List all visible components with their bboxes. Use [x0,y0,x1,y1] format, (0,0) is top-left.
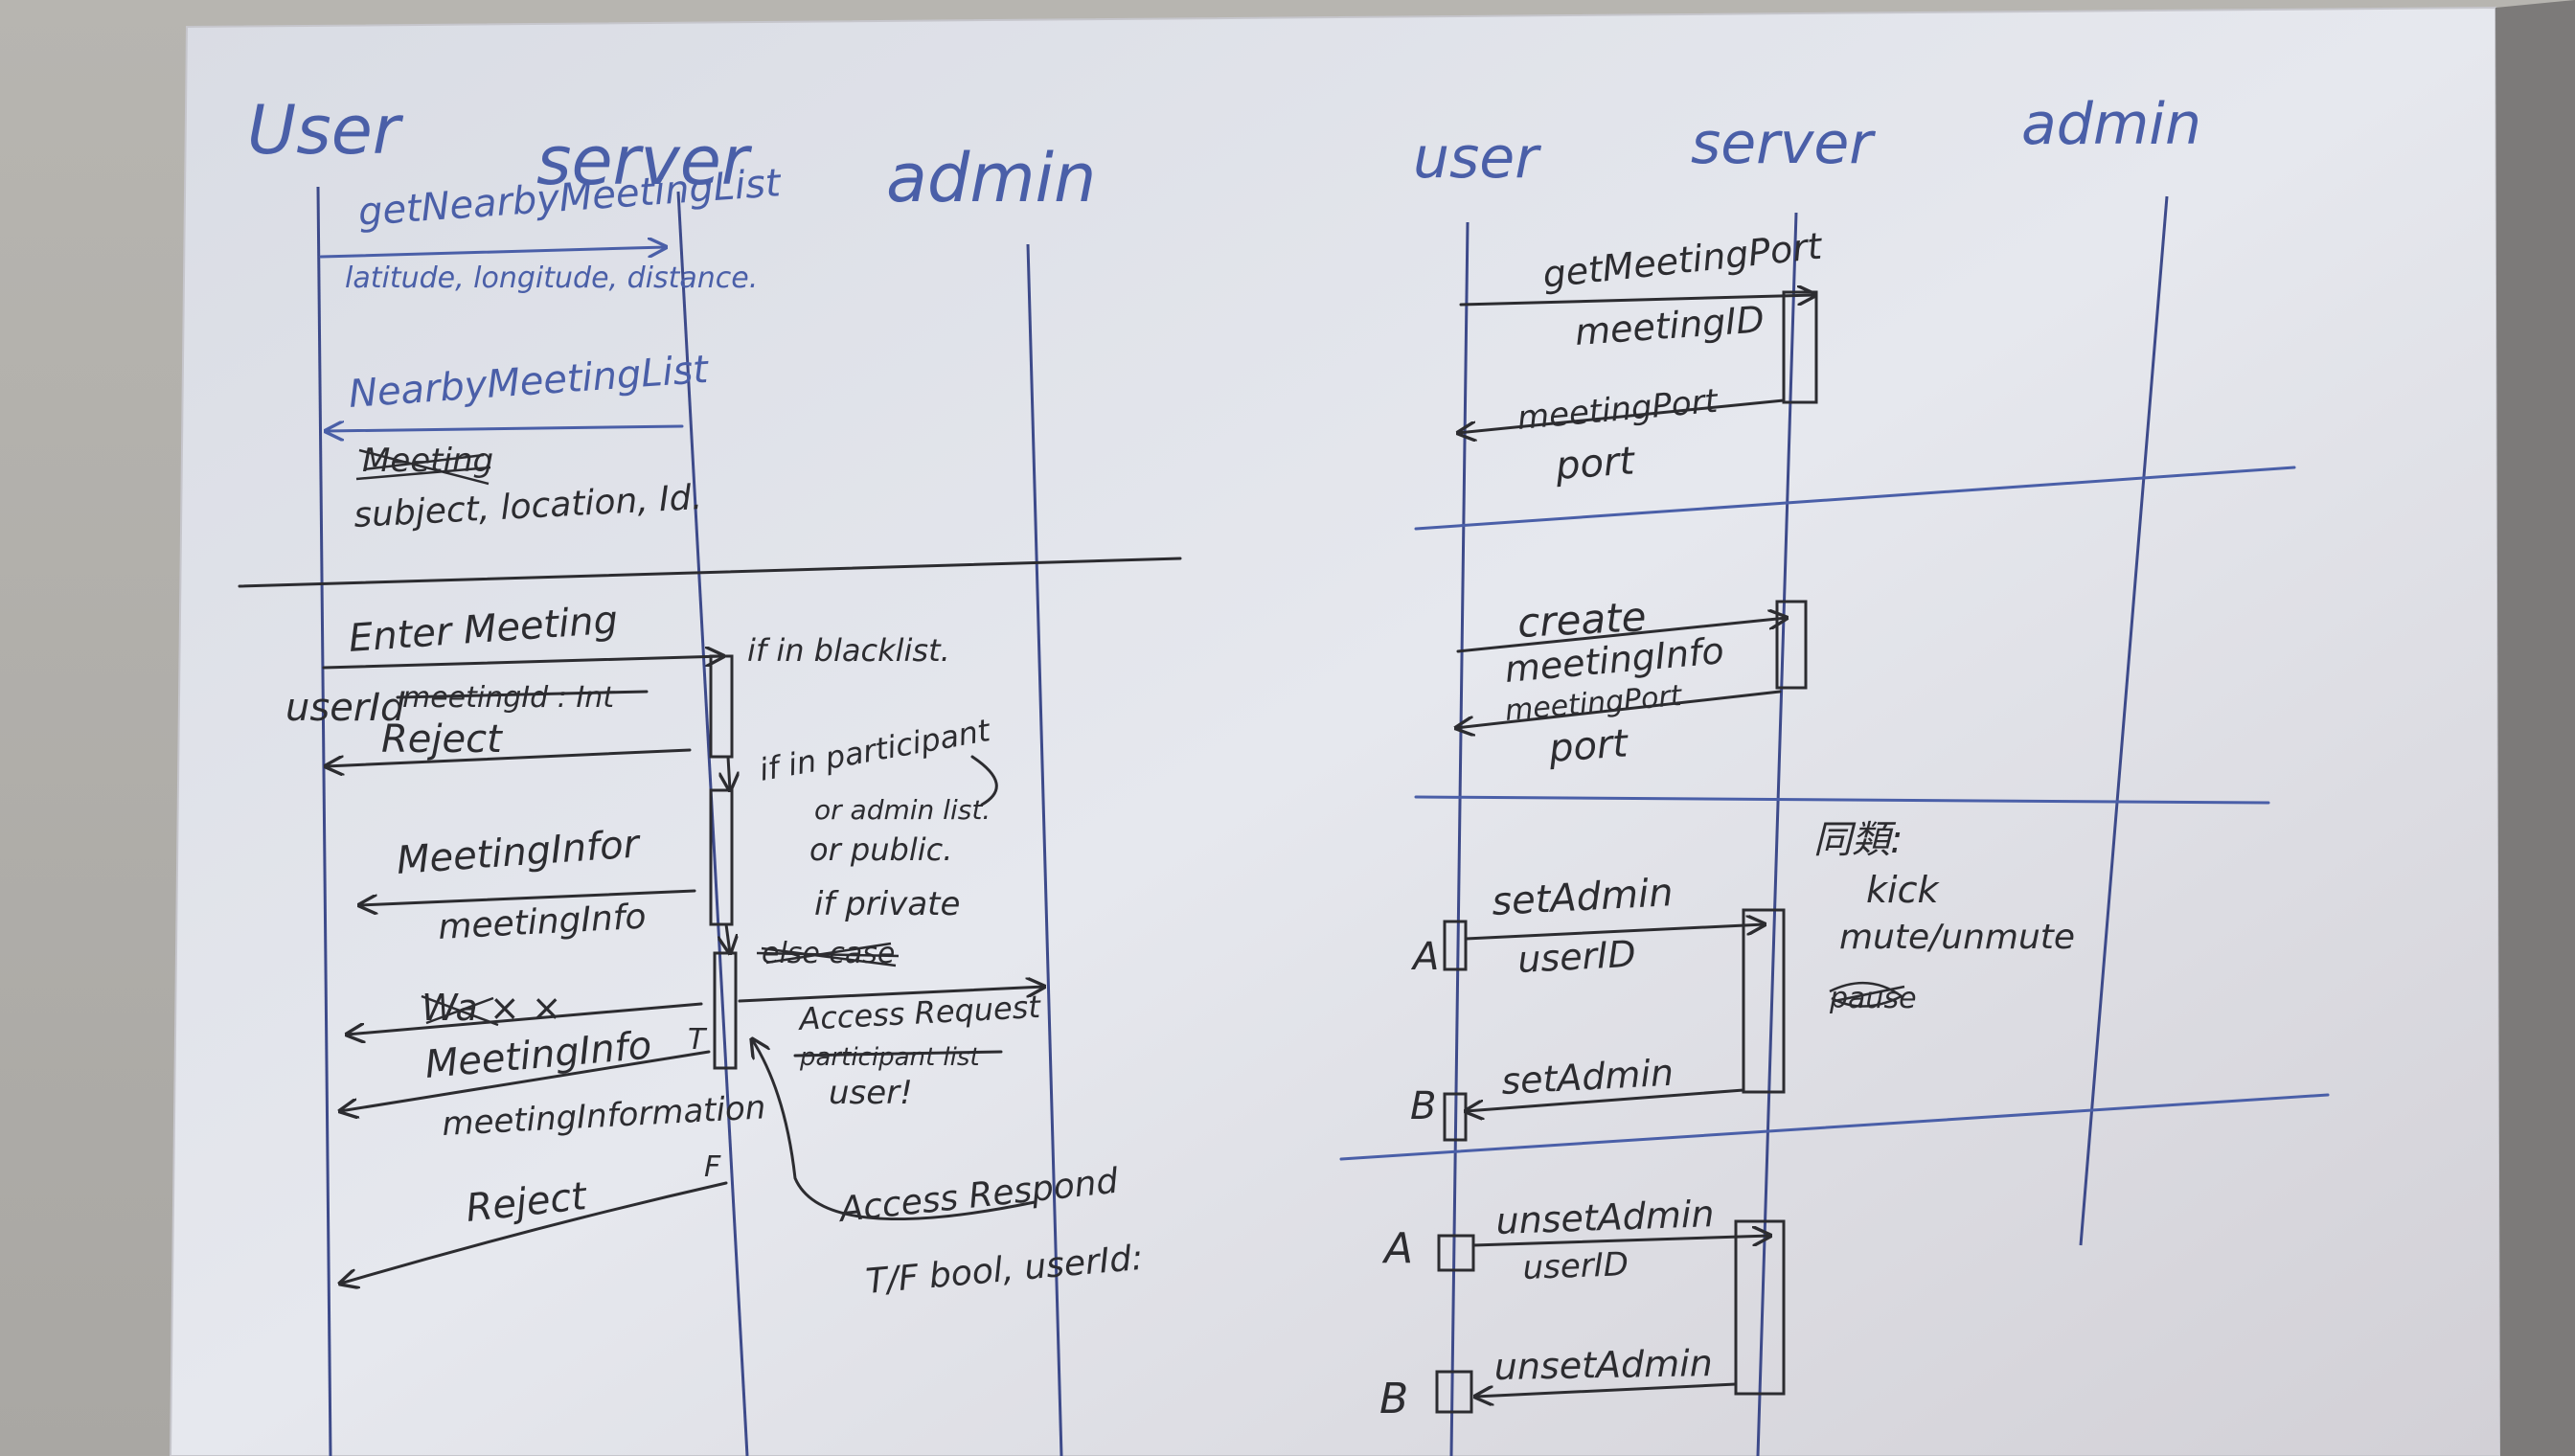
right-server-activation-4 [1734,1219,1786,1396]
left-server-lifeline [676,191,749,1456]
unset-admin-actor-b-box [1435,1370,1473,1414]
meeting-info-response-arrow [359,889,696,905]
struck-response-arrow [347,1002,703,1035]
right-divider-3 [1339,1093,2330,1161]
unset-admin-param: userID [1522,1245,1629,1287]
set-admin-label: setAdmin [1491,871,1674,924]
access-request-param: user! [829,1074,913,1112]
blacklist-note: if in blacklist. [747,632,950,669]
unset-admin-actor-a-box [1437,1234,1475,1272]
struck-word-scribble [355,448,491,486]
private-struck-scribble [756,942,900,967]
participant-note-3: or public. [809,831,952,868]
right-header-user: user [1413,125,1541,192]
access-request-arrow [738,987,1044,1003]
params-strikethrough [396,690,649,699]
right-admin-lifeline [2079,195,2169,1246]
final-meeting-info-arrow [340,1050,711,1111]
unset-admin-arrow [1471,1236,1770,1247]
get-nearby-list-arrow [319,247,666,259]
note-mute-unmute: mute/unmute [1839,918,2075,957]
left-user-lifeline [316,186,332,1456]
left-header-admin: admin [886,139,1096,217]
access-respond-arrow [752,1039,1037,1221]
right-server-activation-1 [1782,290,1818,404]
right-sequence-diagram: user server admin getMeetingPort meeting… [1339,91,2330,1456]
final-reject-arrow [340,1181,728,1284]
left-header-server: server [536,122,753,200]
right-divider-1 [1414,466,2296,531]
get-nearby-list-params: latitude, longitude, distance. [345,262,758,295]
right-header-admin: admin [2021,91,2201,158]
left-section-divider [238,557,1182,588]
false-branch-marker: F [704,1150,721,1184]
set-admin-actor-a: A [1410,935,1439,979]
note-kick: kick [1866,869,1940,911]
server-flow-arrow-2 [726,922,730,953]
create-response-arrow [1456,690,1782,728]
get-meeting-port-arrow [1459,295,1815,307]
private-note: if private [814,885,960,923]
set-admin-notify-label: setAdmin [1500,1052,1675,1103]
left-admin-lifeline [1026,243,1063,1456]
left-header-user: User [247,91,404,170]
right-divider-2 [1414,795,2270,805]
unset-admin-actor-a: A [1381,1224,1413,1273]
set-admin-arrow [1464,924,1765,941]
reject-label: Reject [381,717,503,762]
create-response-param: port [1546,721,1629,771]
server-activation-1 [709,654,734,759]
enter-meeting-params: userId [285,686,405,730]
meeting-port-response-param: port [1553,439,1636,489]
server-flow-arrow-1 [728,755,730,790]
right-server-lifeline [1756,212,1798,1456]
struck-response-scribble [421,994,499,1027]
similar-note-label: 同類: [1813,818,1903,862]
unset-admin-actor-b: B [1379,1375,1408,1423]
enter-meeting-arrow [322,656,723,670]
participant-note-2: or admin list. [814,794,991,826]
create-arrow [1456,618,1787,653]
right-server-activation-3 [1742,908,1786,1094]
set-admin-actor-a-box [1443,920,1468,971]
participant-note-bracket [970,755,998,807]
right-header-server: server [1691,110,1876,177]
true-branch-marker: T [688,1023,708,1057]
unset-admin-notify-label: unsetAdmin [1493,1342,1713,1388]
set-admin-actor-b: B [1410,1084,1436,1128]
set-admin-param: userID [1516,933,1636,981]
access-request-struck: participant list [799,1043,980,1072]
unset-admin-notify-arrow [1475,1382,1738,1397]
reject-arrow [326,748,692,766]
set-admin-notify-arrow [1466,1088,1745,1111]
access-request-struck-line [793,1050,1003,1058]
note-struck-scribble [1829,981,1905,1008]
meeting-port-response-arrow [1458,398,1786,433]
right-server-activation-2 [1775,600,1808,690]
nearby-list-response-arrow [326,426,684,431]
unset-admin-label: unsetAdmin [1495,1193,1715,1242]
